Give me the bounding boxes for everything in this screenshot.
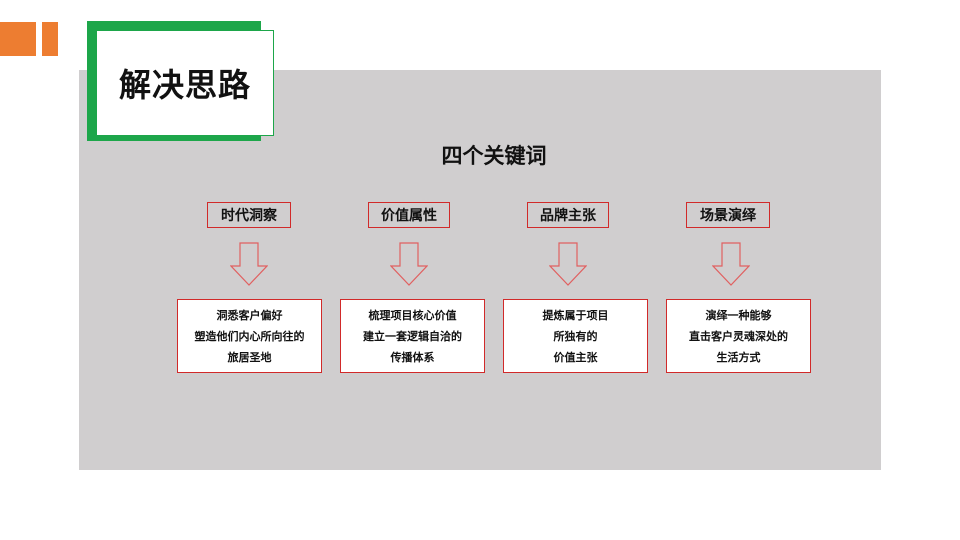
description-line: 生活方式 [716,350,761,364]
description-line: 传播体系 [390,350,435,364]
title-box: 解决思路 [96,30,274,136]
description-line: 提炼属于项目 [542,308,609,322]
description-line: 塑造他们内心所向往的 [194,329,305,343]
keyword-label-4: 场景演绎 [686,202,770,228]
keyword-description-4: 演绎一种能够 直击客户灵魂深处的 生活方式 [666,299,811,373]
down-arrow-icon [549,242,587,286]
description-line: 演绎一种能够 [705,308,772,322]
section-subtitle: 四个关键词 [441,144,547,168]
description-line: 梳理项目核心价值 [368,308,457,322]
down-arrow-icon [390,242,428,286]
page-title: 解决思路 [118,66,251,104]
keyword-description-2: 梳理项目核心价值 建立一套逻辑自洽的 传播体系 [340,299,485,373]
keyword-label-3: 品牌主张 [527,202,609,228]
description-line: 建立一套逻辑自洽的 [363,329,462,343]
keyword-description-3: 提炼属于项目 所独有的 价值主张 [503,299,648,373]
description-line: 价值主张 [553,350,598,364]
keyword-label-2: 价值属性 [368,202,450,228]
description-line: 旅居圣地 [227,350,272,364]
keyword-label-1: 时代洞察 [207,202,291,228]
orange-deco-block [0,22,36,56]
orange-deco-block-small [42,22,58,56]
keyword-description-1: 洞悉客户偏好 塑造他们内心所向往的 旅居圣地 [177,299,322,373]
down-arrow-icon [230,242,268,286]
description-line: 所独有的 [553,329,598,343]
down-arrow-icon [712,242,750,286]
description-line: 洞悉客户偏好 [216,308,283,322]
description-line: 直击客户灵魂深处的 [689,329,788,343]
